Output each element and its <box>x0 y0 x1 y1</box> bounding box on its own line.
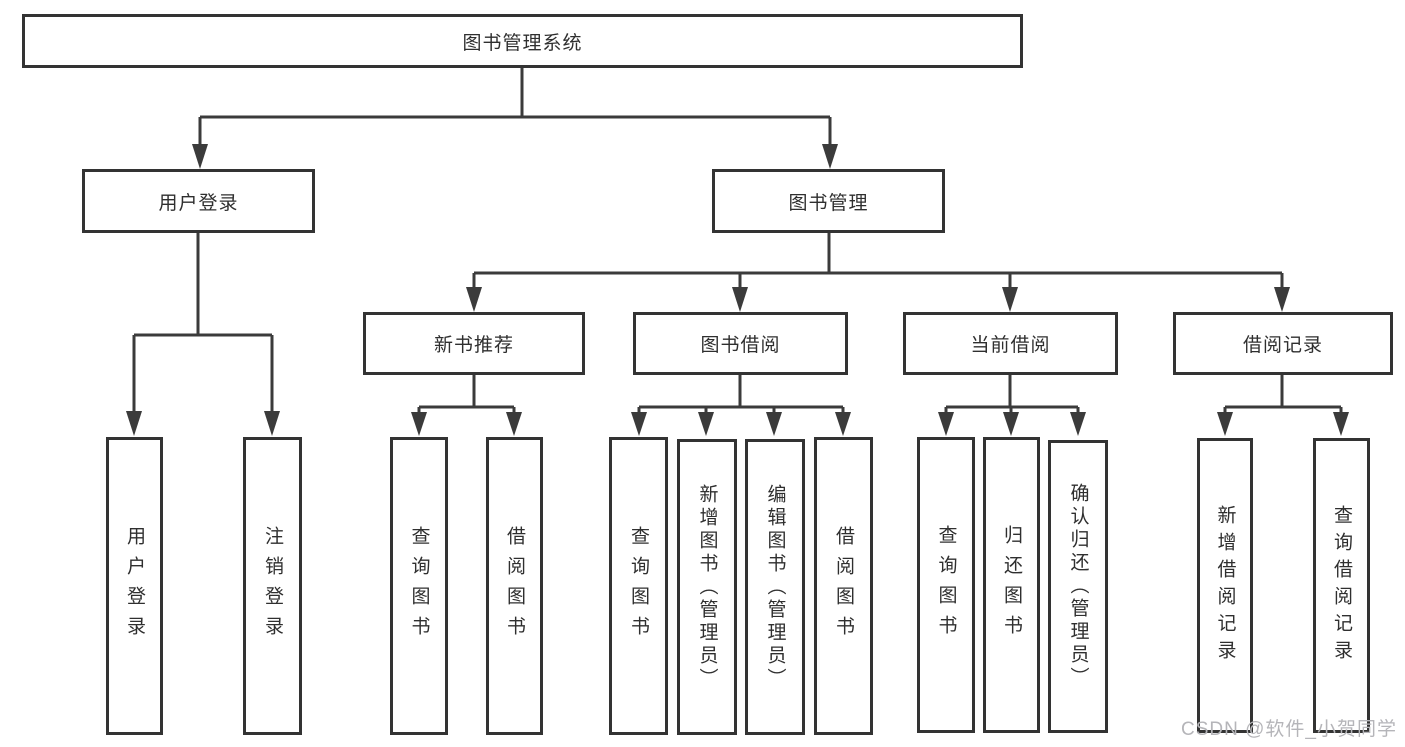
node-label: 注销登录 <box>262 526 283 646</box>
node-label: 借阅图书 <box>833 526 854 646</box>
node-label: 查询借阅记录 <box>1331 504 1352 667</box>
node-logout-leaf: 注销登录 <box>243 437 302 735</box>
node-current-borrowing: 当前借阅 <box>903 312 1118 375</box>
node-label: 编辑图书（管理员） <box>764 483 786 691</box>
node-label: 新增借阅记录 <box>1214 504 1236 667</box>
node-return-books: 归还图书 <box>983 437 1040 733</box>
node-label: 图书借阅 <box>700 335 781 356</box>
node-label: 确认归还（管理员） <box>1067 483 1089 690</box>
node-label: 归还图书 <box>1001 525 1022 645</box>
node-library-management-system: 图书管理系统 <box>22 14 1023 68</box>
node-add-books-admin: 新增图书（管理员） <box>677 439 737 735</box>
node-borrow-books-borrowing: 借阅图书 <box>814 437 873 735</box>
node-label: 用户登录 <box>158 192 239 214</box>
node-label: 当前借阅 <box>970 335 1051 356</box>
node-add-borrow-record: 新增借阅记录 <box>1197 438 1253 733</box>
node-user-login-branch: 用户登录 <box>82 169 315 233</box>
node-confirm-return-admin: 确认归还（管理员） <box>1048 440 1108 733</box>
node-label: 查询图书 <box>628 526 649 646</box>
csdn-watermark: CSDN @软件_小贺同学 <box>1181 719 1397 740</box>
node-label: 新书推荐 <box>433 335 514 356</box>
arrowheads <box>126 144 1349 436</box>
node-user-login-leaf: 用户登录 <box>106 437 163 735</box>
node-query-books-current: 查询图书 <box>917 437 975 733</box>
node-label: 查询图书 <box>935 525 957 645</box>
node-borrow-books-recommend: 借阅图书 <box>486 437 543 735</box>
node-label: 图书管理系统 <box>462 32 583 54</box>
node-label: 借阅记录 <box>1242 335 1323 356</box>
node-book-management-branch: 图书管理 <box>712 169 945 233</box>
node-query-books-recommend: 查询图书 <box>390 437 448 735</box>
node-label: 查询图书 <box>408 526 430 646</box>
node-label: 图书管理 <box>788 192 869 214</box>
node-borrowing-records: 借阅记录 <box>1173 312 1393 375</box>
node-query-books-borrowing: 查询图书 <box>609 437 668 735</box>
node-label: 新增图书（管理员） <box>696 483 718 691</box>
node-edit-books-admin: 编辑图书（管理员） <box>745 439 805 735</box>
node-book-borrowing: 图书借阅 <box>633 312 848 375</box>
node-query-borrow-record: 查询借阅记录 <box>1313 438 1370 733</box>
node-label: 用户登录 <box>124 526 145 646</box>
node-label: 借阅图书 <box>504 526 525 646</box>
node-new-book-recommendation: 新书推荐 <box>363 312 585 375</box>
